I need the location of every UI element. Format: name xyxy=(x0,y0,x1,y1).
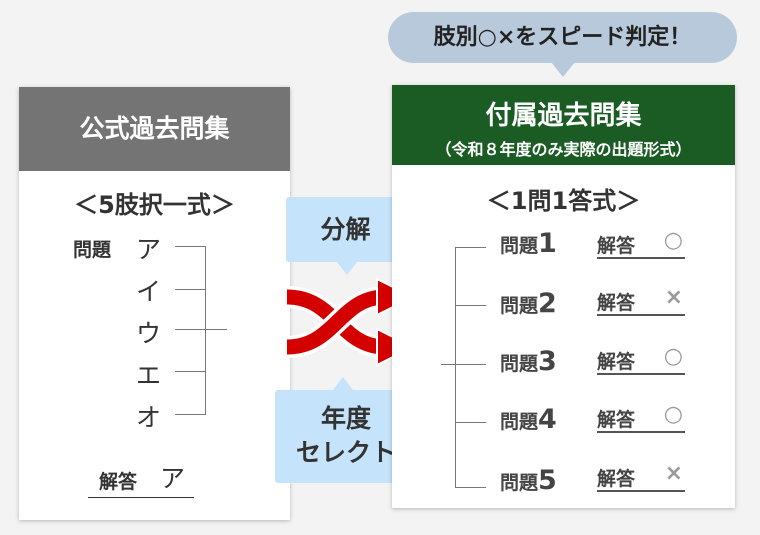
tree-line xyxy=(175,246,205,247)
choice: エ xyxy=(136,361,162,390)
format-label: ＜5肢択一式＞ xyxy=(74,191,235,219)
tree-line xyxy=(175,289,205,290)
tree-line xyxy=(205,246,206,415)
decompose-label: 分解 xyxy=(320,215,371,244)
official-exam-header: 公式過去問集 xyxy=(19,87,290,171)
attached-exam-card: 付属過去問集 （令和８年度のみ実際の出題形式） ＜1問1答式＞ xyxy=(392,85,735,508)
official-exam-card: 公式過去問集 ＜5肢択一式＞ 問題 ア イ ウ エ オ 解答 ア xyxy=(19,87,290,520)
answer-label: 解答 xyxy=(597,292,636,314)
format-label: ＜1問1答式＞ xyxy=(486,187,641,215)
choice: オ xyxy=(136,403,162,432)
answer-value: ア xyxy=(160,464,186,493)
answer-line: 解答 ア xyxy=(88,459,194,498)
question-row-label: 問題4 xyxy=(500,404,557,435)
question-row-label: 問題1 xyxy=(500,228,557,259)
cross-mark-icon: × xyxy=(664,461,683,486)
year-select-line1: 年度 xyxy=(320,404,371,433)
attached-exam-header: 付属過去問集 （令和８年度のみ実際の出題形式） xyxy=(392,85,735,165)
tree-line xyxy=(175,414,205,415)
attached-exam-subtitle: （令和８年度のみ実際の出題形式） xyxy=(435,140,692,159)
question-number: 3 xyxy=(538,346,557,377)
choice: ア xyxy=(136,235,162,264)
choice: ウ xyxy=(136,319,162,348)
answer-label: 解答 xyxy=(99,471,138,493)
arrow-upper xyxy=(286,289,386,355)
decompose-box: 分解 xyxy=(286,197,405,262)
answer-label: 解答 xyxy=(597,235,636,257)
question-number: 4 xyxy=(538,404,557,435)
question-row-label: 問題2 xyxy=(500,288,557,319)
attached-exam-title: 付属過去問集 xyxy=(485,101,642,131)
circle-mark-icon: ○ xyxy=(663,228,683,253)
question-number: 5 xyxy=(538,465,557,496)
choice: イ xyxy=(136,277,162,306)
answer-row: 解答 ○ xyxy=(597,402,685,433)
bubble-text: 肢別○×をスピード判定！ xyxy=(433,25,692,50)
bubble-pointer xyxy=(551,62,575,77)
answer-label: 解答 xyxy=(597,351,636,373)
decompose-pointer xyxy=(337,262,357,275)
tree-line xyxy=(455,247,456,488)
tree-line xyxy=(455,422,486,423)
shuffle-arrows-icon xyxy=(286,277,416,367)
question-label: 問題 xyxy=(500,353,539,375)
answer-row: 解答 ○ xyxy=(597,228,685,259)
circle-mark-icon: ○ xyxy=(663,402,683,427)
circle-mark-icon: ○ xyxy=(663,344,683,369)
question-number: 2 xyxy=(538,288,557,319)
cross-mark-icon: × xyxy=(664,285,683,310)
question-label: 問題 xyxy=(500,472,539,494)
answer-label: 解答 xyxy=(597,409,636,431)
year-select-pointer xyxy=(333,377,353,390)
question-row-label: 問題3 xyxy=(500,346,557,377)
question-row-label: 問題5 xyxy=(500,465,557,496)
speech-bubble: 肢別○×をスピード判定！ xyxy=(388,12,737,63)
answer-row: 解答 ○ xyxy=(597,344,685,375)
question-label: 問題 xyxy=(500,235,539,257)
question-label: 問題 xyxy=(500,295,539,317)
question-number: 1 xyxy=(538,228,557,259)
tree-line xyxy=(441,364,455,365)
answer-label: 解答 xyxy=(597,468,636,490)
tree-line xyxy=(455,487,486,488)
question-label: 問題 xyxy=(73,239,112,261)
tree-line xyxy=(175,371,205,372)
tree-line xyxy=(455,305,486,306)
question-label: 問題 xyxy=(500,411,539,433)
tree-line xyxy=(175,329,227,330)
answer-row: 解答 × xyxy=(597,285,685,316)
official-exam-title: 公式過去問集 xyxy=(79,114,230,143)
tree-line xyxy=(455,364,486,365)
year-select-line2: セレクト xyxy=(295,438,396,467)
answer-row: 解答 × xyxy=(597,461,685,492)
tree-line xyxy=(455,247,486,248)
